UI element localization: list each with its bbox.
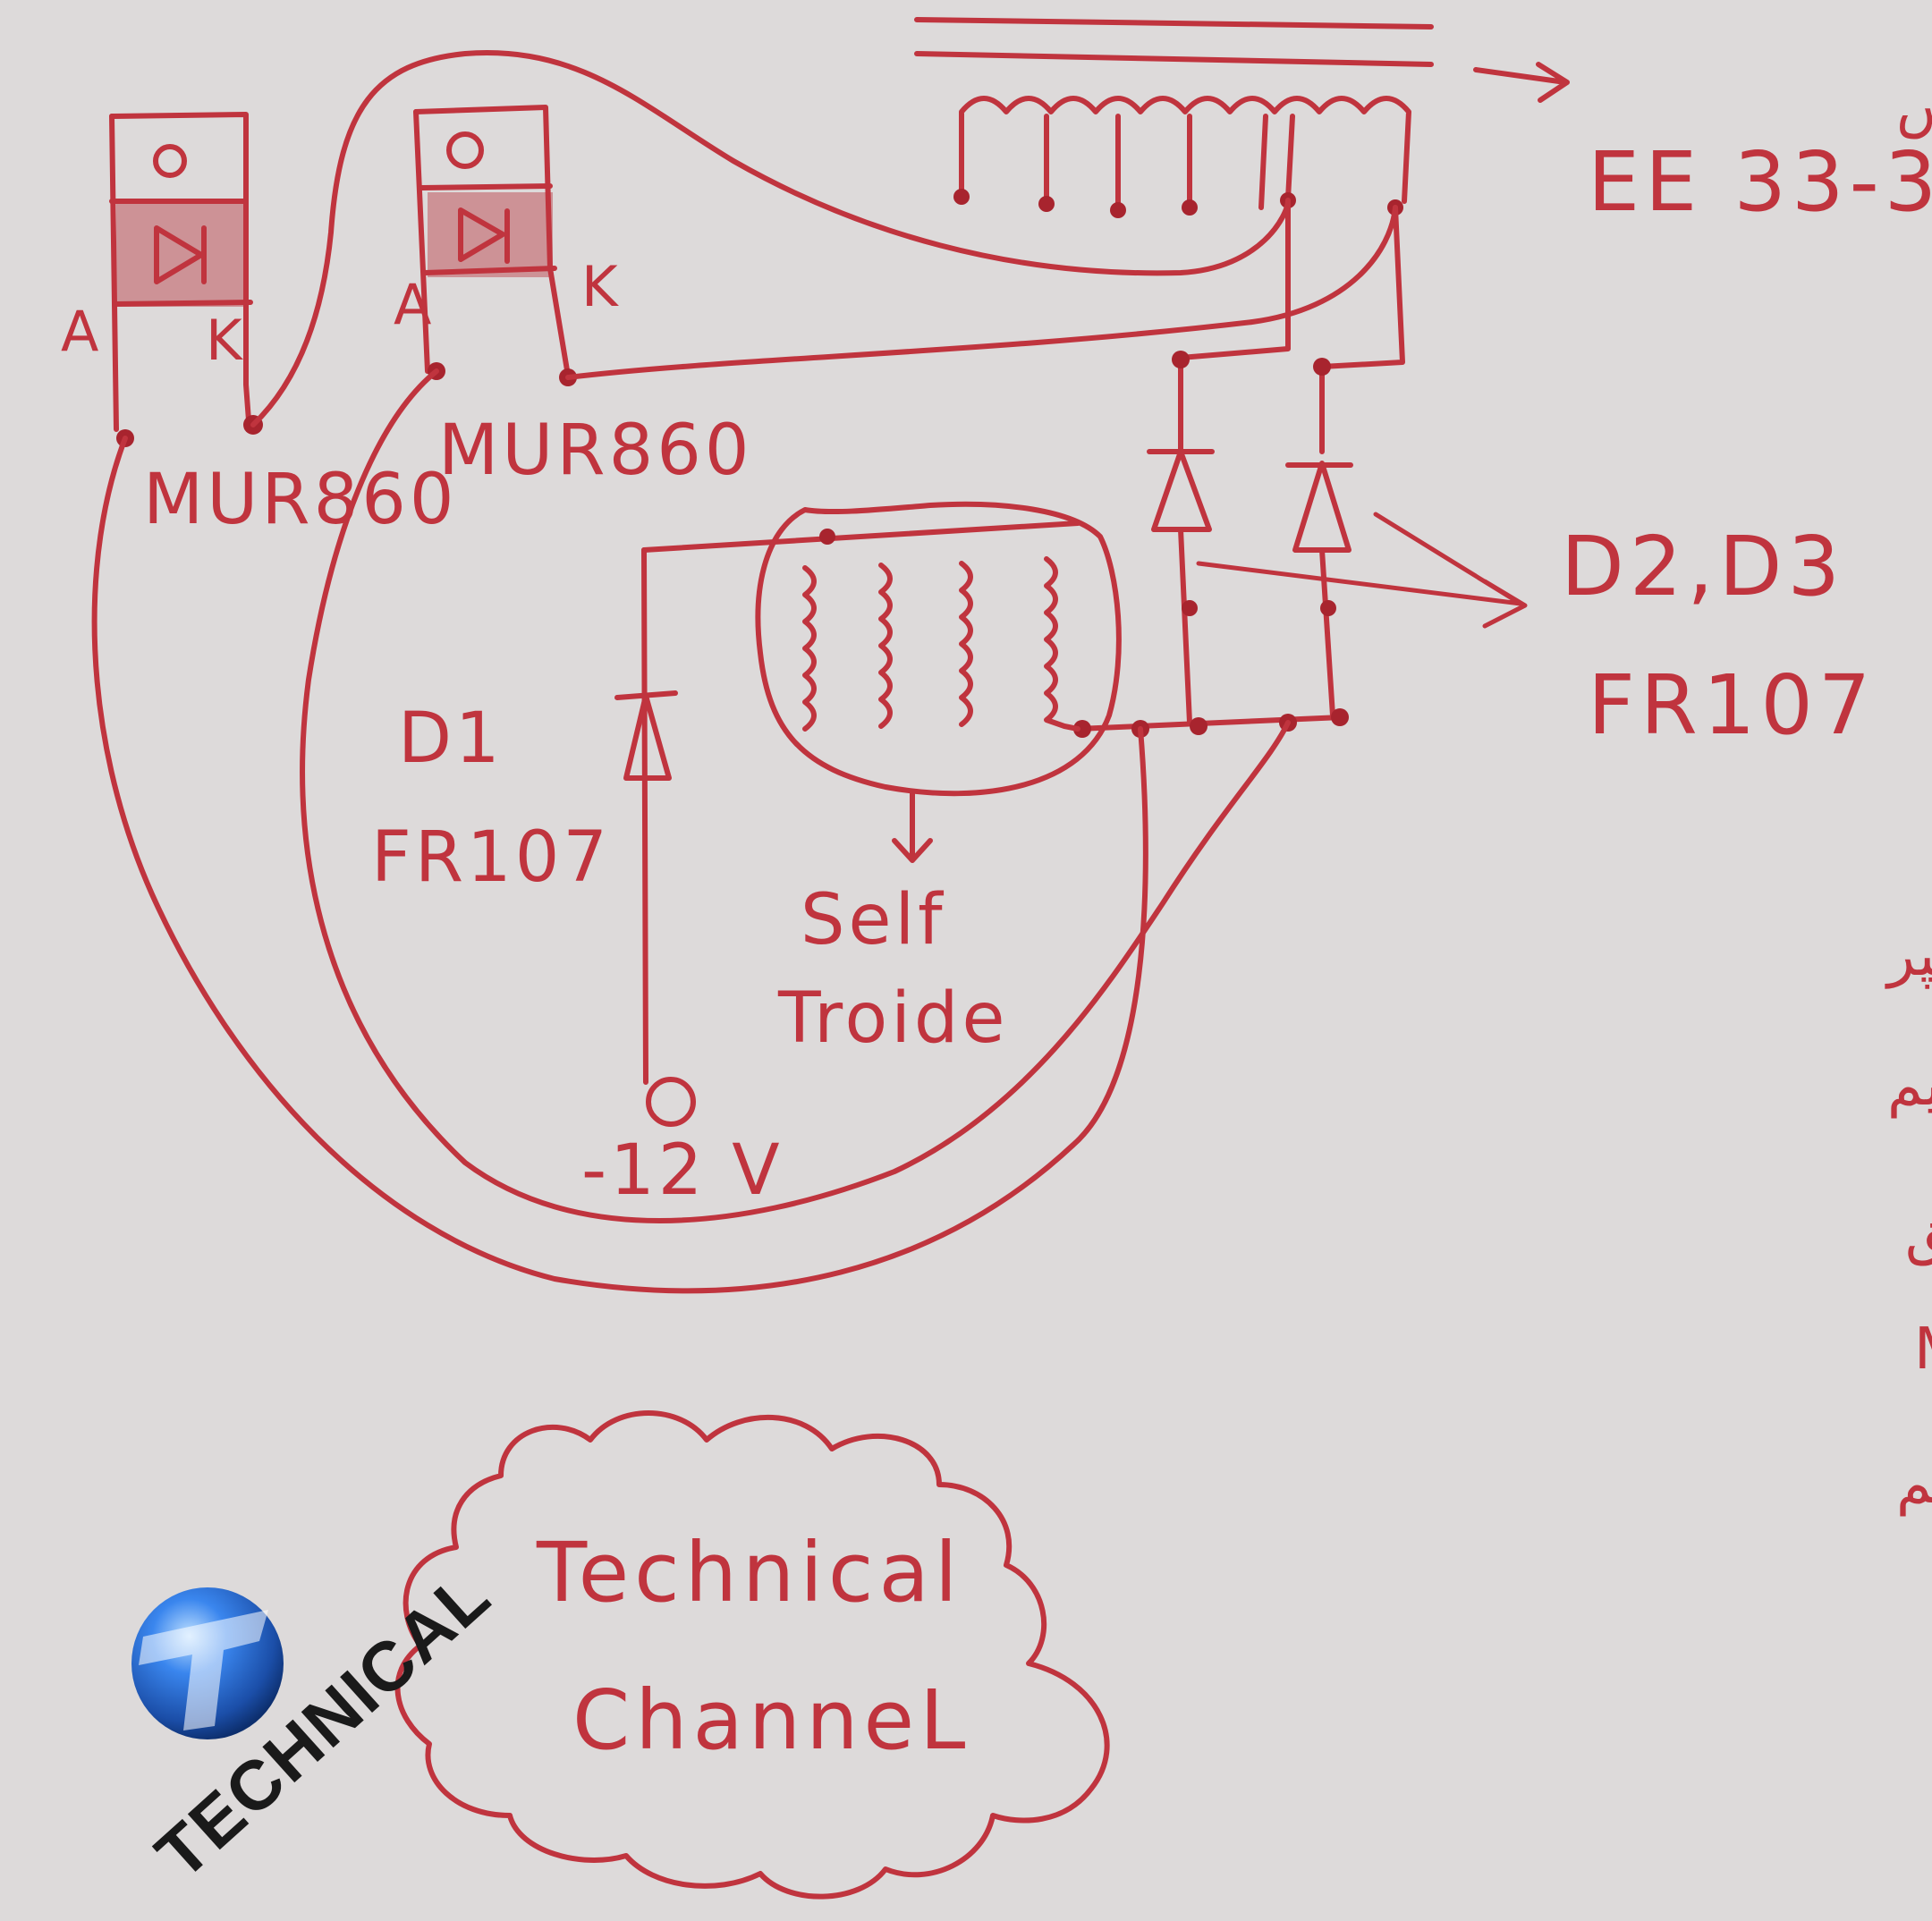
diode-right-package bbox=[413, 105, 577, 386]
transformer-symbol bbox=[914, 17, 1570, 218]
transformer-label-fa: ترانس bbox=[1896, 73, 1932, 140]
toroid-symbol bbox=[755, 501, 1122, 863]
supply-terminal bbox=[646, 1077, 696, 1127]
transformer-winding bbox=[959, 96, 1411, 204]
note-line-4: شماتیک دو عدد دیود MUR860 bbox=[1914, 1316, 1932, 1383]
diode-right-part: MUR860 bbox=[438, 410, 752, 491]
d1-diode bbox=[614, 690, 696, 1127]
transformer-core-label: EE 33-35 bbox=[1588, 134, 1932, 230]
diode-left-package bbox=[109, 112, 263, 447]
toroid-label-1: Self bbox=[801, 880, 946, 960]
note-line-2: می زنیم bbox=[1887, 1053, 1932, 1119]
toroid-label-2: Troide bbox=[777, 978, 1008, 1059]
transformer-arrow bbox=[1473, 62, 1570, 103]
diode-right-cathode-label: K bbox=[581, 254, 619, 319]
supply-label: -12 V bbox=[581, 1130, 784, 1211]
d1-part: FR107 bbox=[371, 817, 611, 898]
transformer-core-line-1 bbox=[914, 17, 1434, 30]
diode-left-part: MUR860 bbox=[143, 460, 457, 540]
diode-right-anode-label: A bbox=[394, 272, 431, 337]
note-line-3: دیودهای D2 و 3 حذف و مطابق bbox=[1905, 1200, 1932, 1266]
channel-line-2: ChanneL bbox=[572, 1672, 970, 1768]
d2d3-part: FR107 bbox=[1588, 657, 1876, 753]
channel-line-1: Technical bbox=[536, 1525, 962, 1621]
diode-left-cathode-label: K bbox=[206, 308, 243, 373]
persian-note: دیود D1 حذف شده و جامپر می زنیم دیودهای … bbox=[1885, 923, 1932, 1517]
logo-mark-icon bbox=[139, 1610, 268, 1731]
channel-cloud bbox=[394, 1410, 1110, 1900]
note-line-5: قرار می دهیم bbox=[1896, 1451, 1932, 1517]
wiring bbox=[91, 50, 1528, 1294]
transformer-core-line-2 bbox=[914, 51, 1434, 67]
diode-left-anode-label: A bbox=[61, 299, 98, 364]
note-line-1: دیود D1 حذف شده و جامپر bbox=[1885, 923, 1932, 989]
d1-name: D1 bbox=[398, 698, 504, 779]
d2d3-name: D2,D3 bbox=[1561, 519, 1845, 614]
